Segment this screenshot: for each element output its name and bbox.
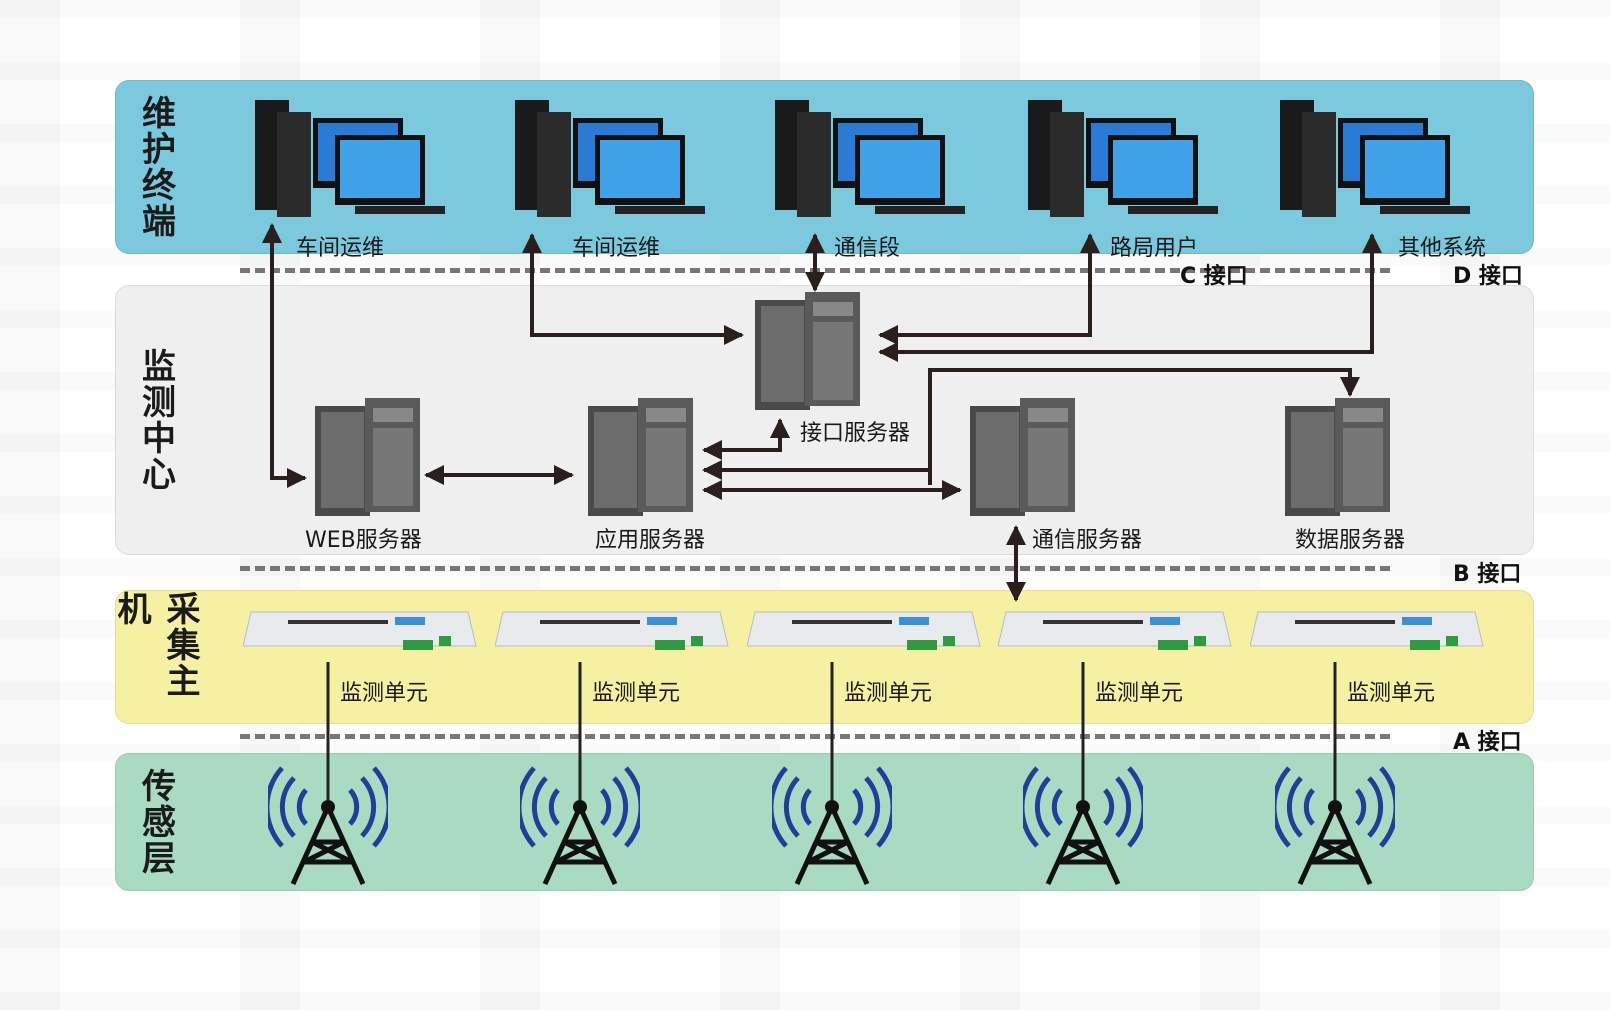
server-label-comm: 通信服务器: [1032, 528, 1143, 553]
workstation-icon: [1028, 100, 1218, 217]
link-terminal5-interface: [878, 233, 1382, 362]
unit-label-2: 监测单元: [592, 681, 681, 706]
link-interface-app: [702, 418, 790, 460]
antenna-tower-icon: [772, 766, 892, 886]
workstation-icon: [255, 100, 445, 217]
server-label-app: 应用服务器: [595, 528, 706, 553]
terminal-layer-title: 维护终端: [135, 95, 176, 239]
unit-label-3: 监测单元: [844, 681, 933, 706]
workstation-icon: [775, 100, 965, 217]
server-icon: [588, 398, 693, 516]
workstation-icon: [515, 100, 705, 217]
terminal-label-2: 车间运维: [572, 236, 661, 261]
antenna-tower-icon: [1023, 766, 1143, 886]
server-icon: [970, 398, 1075, 516]
server-icon: [1285, 398, 1390, 516]
server-icon: [755, 292, 860, 410]
server-label-data: 数据服务器: [1295, 528, 1406, 553]
interface-a-divider: [240, 734, 1390, 739]
sensor-layer-title: 传感层: [135, 768, 176, 876]
server-label-interface: 接口服务器: [800, 421, 911, 446]
unit-label-5: 监测单元: [1347, 681, 1436, 706]
antenna-tower-icon: [268, 766, 388, 886]
link-terminal4-interface: [878, 233, 1100, 345]
interface-b-divider: [240, 566, 1390, 571]
terminal-label-3: 通信段: [834, 236, 901, 261]
interface-d-label: D 接口: [1453, 264, 1523, 289]
terminal-label-4: 路局用户: [1110, 236, 1199, 261]
interface-b-label: B 接口: [1453, 562, 1522, 587]
monitor-unit-icon: [243, 611, 477, 650]
antenna-tower-icon: [520, 766, 640, 886]
collector-layer-title: 采集主机: [111, 591, 200, 699]
monitor-unit-icon: [495, 611, 729, 650]
interface-a-label: A 接口: [1453, 730, 1522, 755]
link-interface-data: [928, 368, 1360, 485]
monitor-unit-icon: [1250, 611, 1484, 650]
antenna-tower-icon: [1275, 766, 1395, 886]
link-terminal2-interface: [522, 233, 744, 345]
unit-label-4: 监测单元: [1095, 681, 1184, 706]
center-layer-title: 监测中心: [135, 348, 176, 492]
unit-label-1: 监测单元: [340, 681, 429, 706]
monitor-unit-icon: [747, 611, 981, 650]
server-label-web: WEB服务器: [305, 528, 422, 553]
monitor-unit-icon: [998, 611, 1232, 650]
terminal-label-5: 其他系统: [1398, 236, 1487, 261]
server-icon: [315, 398, 420, 516]
workstation-icon: [1280, 100, 1470, 217]
link-terminal1-web: [262, 223, 307, 488]
terminal-label-1: 车间运维: [296, 236, 385, 261]
